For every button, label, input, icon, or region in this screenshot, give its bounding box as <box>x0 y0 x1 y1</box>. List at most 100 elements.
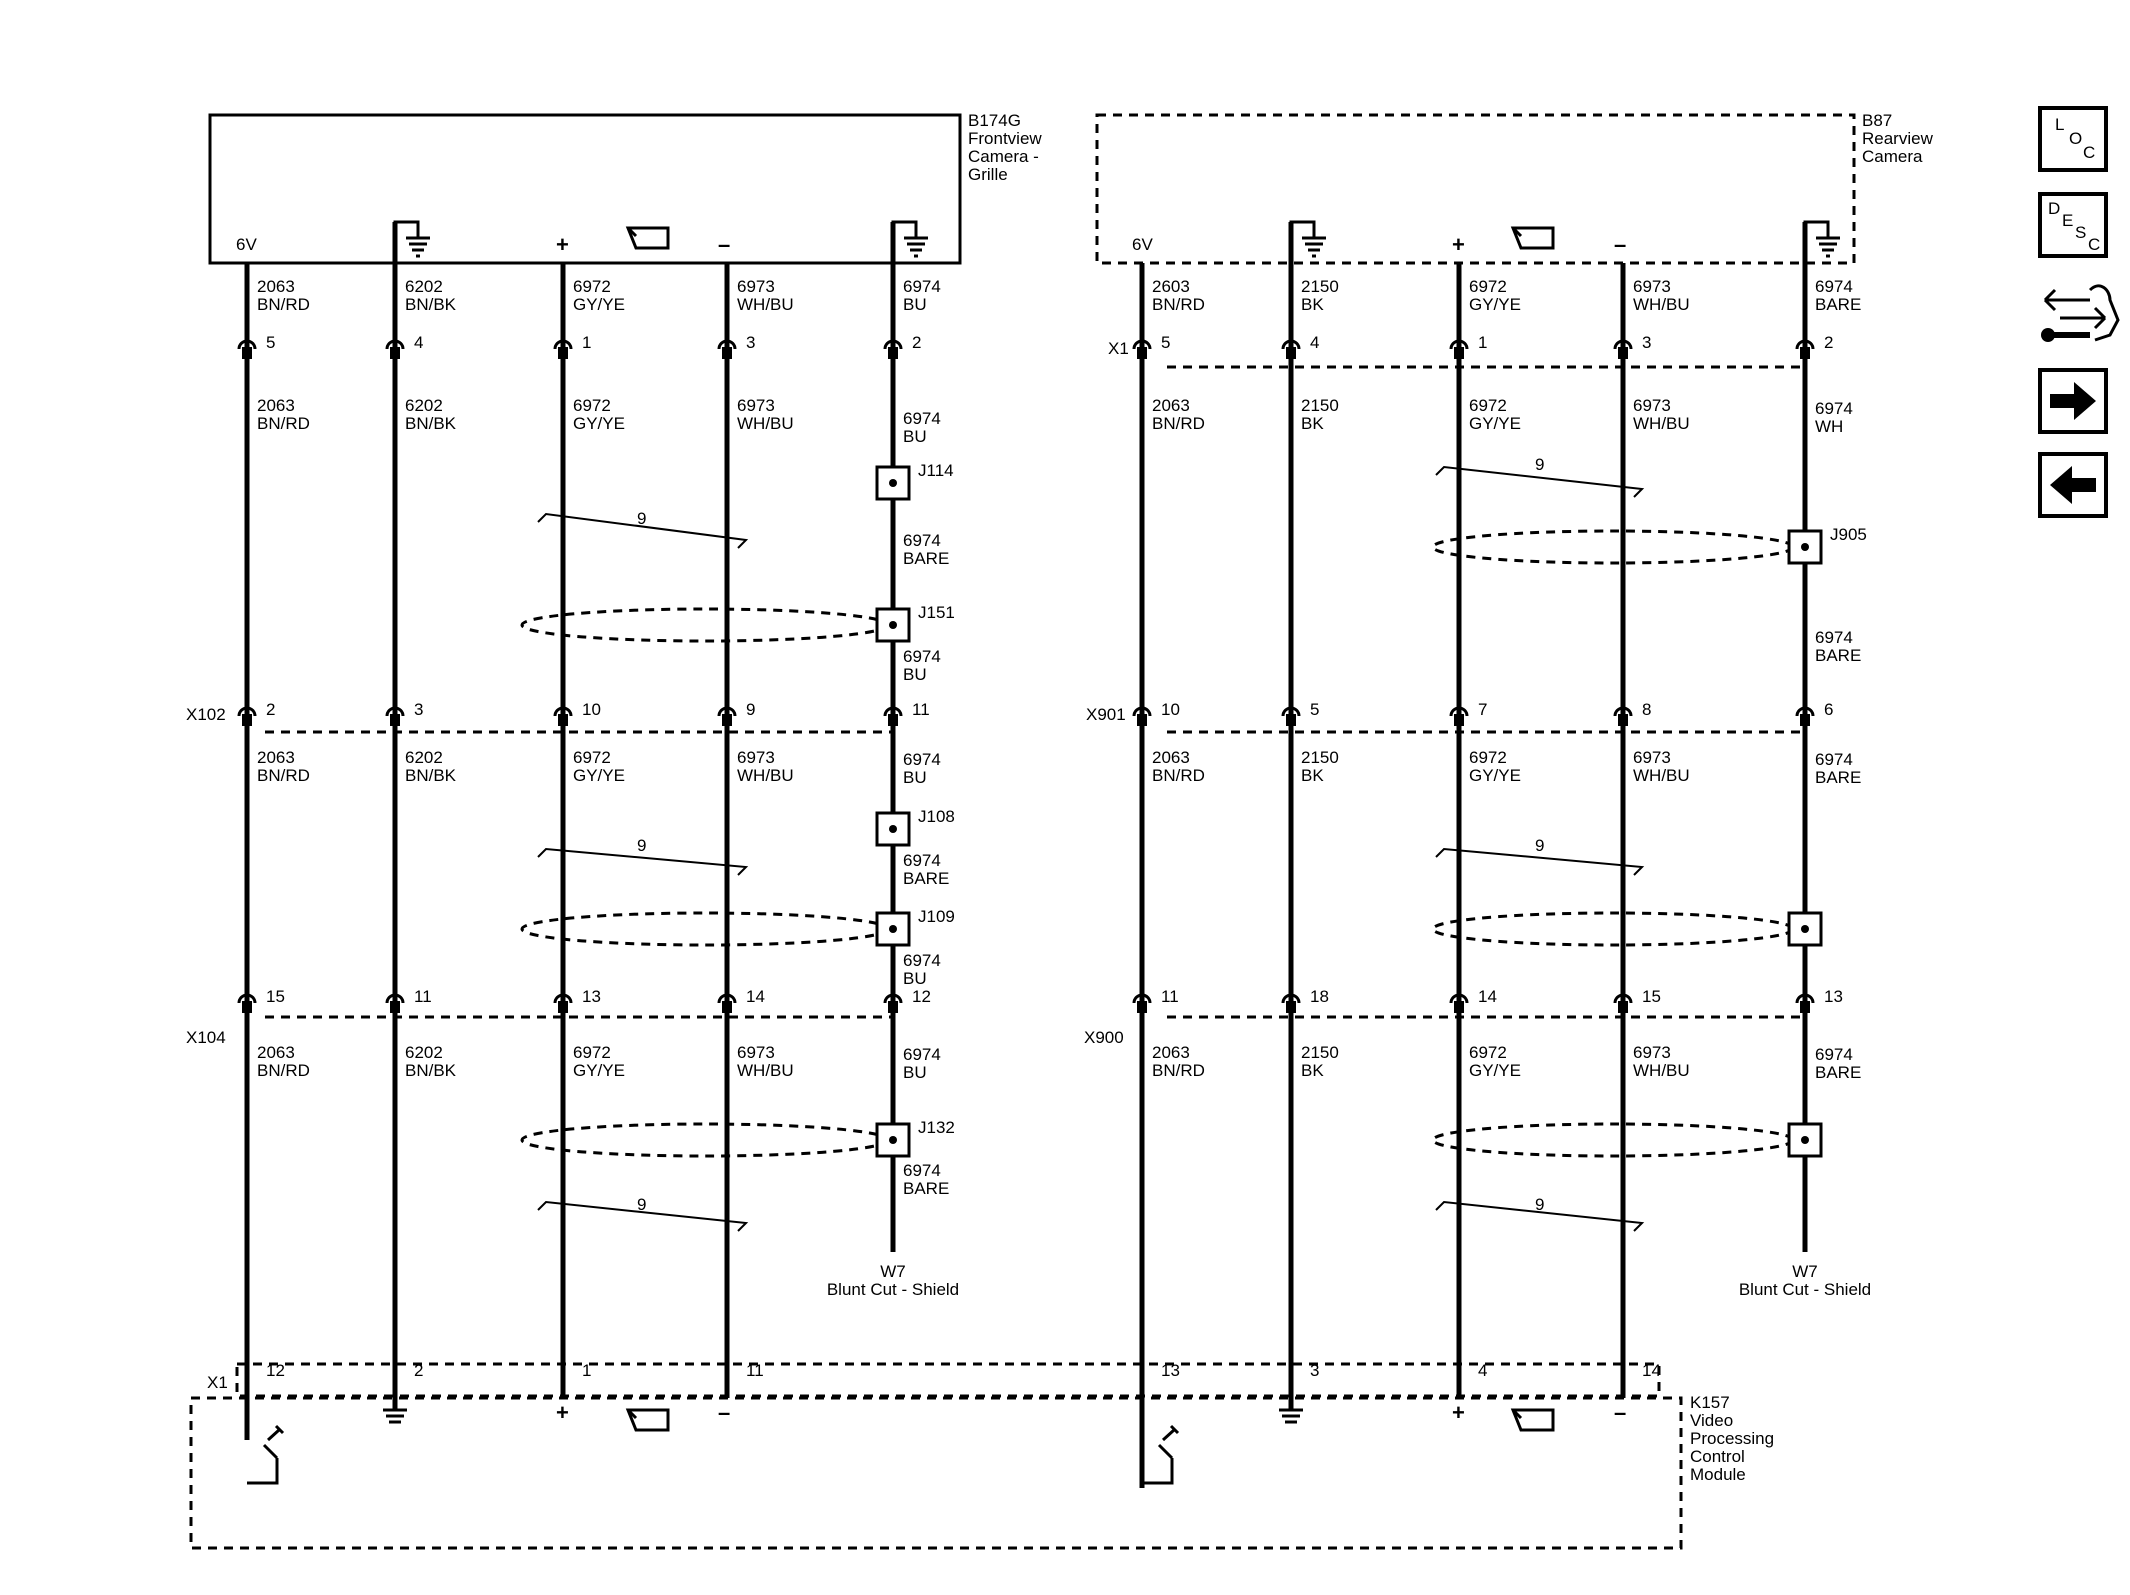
pin-number: 4 <box>414 333 423 352</box>
splices: J114 J151 J108 J109 J132 J905 <box>875 461 1867 1158</box>
camera-icon <box>1510 226 1555 250</box>
wire-color: GY/YE <box>1469 766 1521 785</box>
pin-number: 2 <box>1824 333 1833 352</box>
twist-mark: 9 <box>1435 455 1645 498</box>
pin-number: 10 <box>582 700 601 719</box>
pin-number: 4 <box>1310 333 1319 352</box>
rear-camera-name-1: Rearview <box>1862 129 1934 148</box>
connector-pin-mark <box>237 993 257 1004</box>
loc-button[interactable]: L O C <box>2038 106 2108 172</box>
splice-j114: J114 <box>875 461 954 501</box>
pin-number: 11 <box>912 700 930 719</box>
shield-wire-color: BU <box>903 427 927 446</box>
x104-label: X104 <box>186 1028 226 1047</box>
connector-pin-mark <box>385 993 405 1004</box>
wire-color: BN/RD <box>257 766 310 785</box>
rear-camera-name-2: Camera <box>1862 147 1923 166</box>
connector-pin-mark <box>1449 993 1469 1004</box>
svg-text:J109: J109 <box>918 907 955 926</box>
wire-color: WH/BU <box>737 1061 794 1080</box>
connector-pin-body <box>1800 1001 1810 1013</box>
connector-pin-body <box>1618 714 1628 726</box>
nav-sidebar: L O C D E S C <box>2038 106 2120 518</box>
svg-text:S: S <box>2075 223 2086 242</box>
svg-text:C: C <box>2083 143 2095 162</box>
wire-color: BN/BK <box>405 414 457 433</box>
wire-color: GY/YE <box>573 295 625 314</box>
splice-j132: J132 <box>875 1118 955 1158</box>
rear-6v-label: 6V <box>1132 235 1153 254</box>
wire-number: 2063 <box>257 396 295 415</box>
shield-wire-number: 6974 <box>1815 628 1853 647</box>
previous-page-button[interactable] <box>2038 452 2108 518</box>
connector-pin-body <box>1618 1001 1628 1013</box>
front-plus-label: + <box>556 232 569 257</box>
pin-number: 14 <box>1642 1361 1661 1380</box>
wire-color: BN/RD <box>257 295 310 314</box>
shield-wire-number: 6974 <box>903 647 941 666</box>
service-icon[interactable] <box>2041 284 2120 342</box>
connector-pin-body <box>558 347 568 359</box>
wire-number: 6973 <box>1633 396 1671 415</box>
wire-color: WH/BU <box>1633 295 1690 314</box>
svg-text:J108: J108 <box>918 807 955 826</box>
connector-pin-body <box>390 347 400 359</box>
next-page-button[interactable] <box>2038 368 2108 434</box>
splice-j109: J109 <box>875 907 955 947</box>
wire-number: 6973 <box>1633 1043 1671 1062</box>
pin-number: 18 <box>1310 987 1329 1006</box>
shield-terminations: W7 Blunt Cut - Shield W7 Blunt Cut - Shi… <box>827 1262 1871 1299</box>
wire-number: 6972 <box>573 748 611 767</box>
twist-mark: 9 <box>537 509 749 549</box>
wire-color: GY/YE <box>573 1061 625 1080</box>
pin-number: 11 <box>414 987 432 1006</box>
connector-pin-body <box>1137 347 1147 359</box>
wire-number: 6972 <box>573 277 611 296</box>
pin-number: 3 <box>1310 1361 1319 1380</box>
front-camera-name-3: Grille <box>968 165 1008 184</box>
shield-wire-color: BU <box>903 969 927 988</box>
arrow-left-icon <box>2050 466 2096 504</box>
wire-color: BK <box>1301 295 1324 314</box>
ground-icon <box>393 220 430 258</box>
svg-text:O: O <box>2069 129 2082 148</box>
front-wires <box>244 222 896 1440</box>
pin-number: 3 <box>1642 333 1651 352</box>
camera-icon <box>1510 1408 1555 1432</box>
shield-wire-color: BU <box>903 1063 927 1082</box>
shield-wire-color: WH <box>1815 417 1843 436</box>
connector-pin-body <box>1618 347 1628 359</box>
wire-number: 6972 <box>1469 1043 1507 1062</box>
connector-pin-mark <box>883 706 903 717</box>
front-camera-name-1: Frontview <box>968 129 1042 148</box>
wire-number: 2150 <box>1301 748 1339 767</box>
front-6v-label: 6V <box>236 235 257 254</box>
wire-number: 2063 <box>1152 748 1190 767</box>
svg-text:L: L <box>2055 115 2064 134</box>
wire-number: 2150 <box>1301 277 1339 296</box>
connector-pin-mark <box>1132 706 1152 717</box>
connector-pin-mark <box>385 706 405 717</box>
connector-pin-body <box>558 714 568 726</box>
connector-pin-mark <box>1613 993 1633 1004</box>
connector-pin-body <box>1454 347 1464 359</box>
svg-text:9: 9 <box>637 509 646 528</box>
wire-number: 6974 <box>1815 277 1853 296</box>
camera-pin-symbols: 6V + – 6V + – <box>236 220 1840 258</box>
svg-text:Blunt Cut - Shield: Blunt Cut - Shield <box>827 1280 959 1299</box>
rear-minus-label: – <box>1614 232 1626 257</box>
wire-number: 2603 <box>1152 277 1190 296</box>
pin-number: 1 <box>582 1361 591 1380</box>
shield-wire-color: BU <box>903 665 927 684</box>
desc-button[interactable]: D E S C <box>2038 192 2108 258</box>
svg-text:J905: J905 <box>1830 525 1867 544</box>
connector-pin-body <box>1800 714 1810 726</box>
svg-text:J151: J151 <box>918 603 955 622</box>
connector-pin-body <box>242 714 252 726</box>
camera-icon <box>625 1408 670 1432</box>
module-name-1: Video <box>1690 1411 1733 1430</box>
wire-number: 6974 <box>903 277 941 296</box>
module-connector-label: X1 <box>207 1373 228 1392</box>
svg-text:9: 9 <box>1535 1195 1544 1214</box>
connector-pin-mark <box>717 339 737 350</box>
